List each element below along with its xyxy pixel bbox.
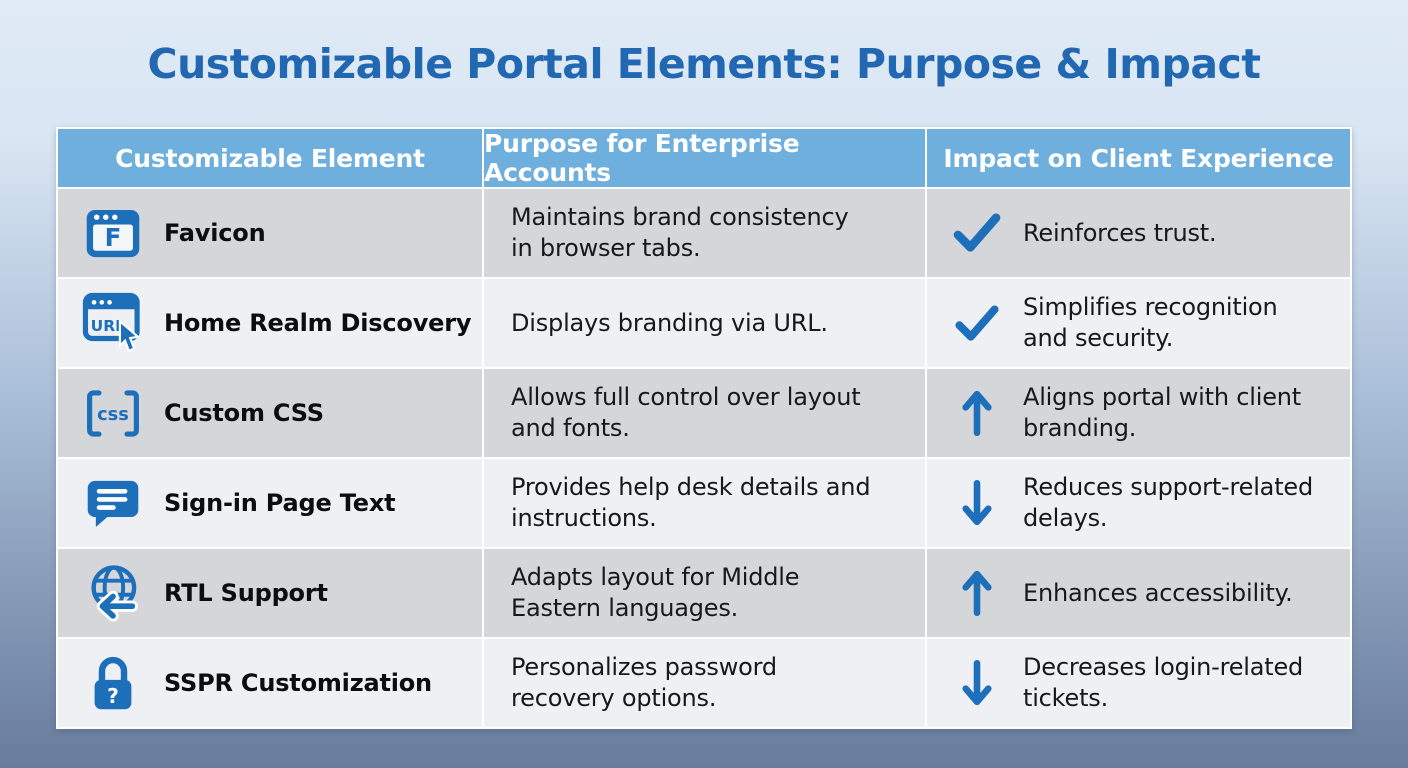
favicon-browser-icon: F <box>82 207 144 260</box>
element-label: SSPR Customization <box>164 669 432 697</box>
impact-text: Reduces support-related delays. <box>1023 473 1313 532</box>
purpose-text: Displays branding via URL. <box>511 308 828 337</box>
element-cell: F Favicon <box>58 189 482 277</box>
impact-cell: Aligns portal with client branding. <box>927 369 1350 457</box>
purpose-text: Adapts layout for Middle Eastern languag… <box>511 563 800 622</box>
impact-cell: Reinforces trust. <box>927 189 1350 277</box>
up-arrow-icon <box>953 389 1001 437</box>
element-label: Home Realm Discovery <box>164 309 472 337</box>
element-cell: URL Home Realm Discovery <box>58 279 482 367</box>
page-title: Customizable Portal Elements: Purpose & … <box>147 40 1261 88</box>
css-brackets-icon: css <box>82 388 144 439</box>
purpose-cell: Provides help desk details and instructi… <box>484 459 925 547</box>
down-arrow-icon <box>953 479 1001 527</box>
impact-text: Simplifies recognition and security. <box>1023 293 1278 352</box>
padlock-question-icon: ? <box>82 655 144 712</box>
up-arrow-icon <box>953 569 1001 617</box>
purpose-cell: Adapts layout for Middle Eastern languag… <box>484 549 925 637</box>
check-icon <box>953 213 1001 253</box>
impact-text: Enhances accessibility. <box>1023 578 1293 607</box>
element-cell: ? SSPR Customization <box>58 639 482 727</box>
url-window-cursor-icon: URL <box>82 292 144 354</box>
impact-cell: Decreases login-related tickets. <box>927 639 1350 727</box>
portal-elements-table: Customizable Element Purpose for Enterpr… <box>56 127 1352 729</box>
column-header-element: Customizable Element <box>58 129 482 187</box>
element-label: Sign-in Page Text <box>164 489 396 517</box>
purpose-cell: Displays branding via URL. <box>484 279 925 367</box>
column-header-purpose: Purpose for Enterprise Accounts <box>484 129 925 187</box>
purpose-cell: Personalizes password recovery options. <box>484 639 925 727</box>
purpose-cell: Allows full control over layout and font… <box>484 369 925 457</box>
down-arrow-icon <box>953 659 1001 707</box>
element-label: Favicon <box>164 219 266 247</box>
impact-text: Reinforces trust. <box>1023 218 1217 247</box>
purpose-cell: Maintains brand consistency in browser t… <box>484 189 925 277</box>
impact-text: Aligns portal with client branding. <box>1023 383 1301 442</box>
impact-cell: Enhances accessibility. <box>927 549 1350 637</box>
element-label: RTL Support <box>164 579 328 607</box>
svg-text:F: F <box>105 223 122 252</box>
purpose-text: Allows full control over layout and font… <box>511 383 861 442</box>
svg-text:css: css <box>97 405 129 425</box>
element-cell: RTL Support <box>58 549 482 637</box>
impact-cell: Simplifies recognition and security. <box>927 279 1350 367</box>
element-cell: Sign-in Page Text <box>58 459 482 547</box>
check-icon <box>953 304 1001 342</box>
element-label: Custom CSS <box>164 399 324 427</box>
globe-rtl-arrow-icon <box>82 564 144 622</box>
column-header-impact: Impact on Client Experience <box>927 129 1350 187</box>
purpose-text: Maintains brand consistency in browser t… <box>511 203 849 262</box>
svg-text:?: ? <box>107 683 119 707</box>
impact-text: Decreases login-related tickets. <box>1023 653 1304 712</box>
svg-text:URL: URL <box>91 317 126 335</box>
element-cell: css Custom CSS <box>58 369 482 457</box>
impact-cell: Reduces support-related delays. <box>927 459 1350 547</box>
purpose-text: Personalizes password recovery options. <box>511 653 777 712</box>
speech-bubble-icon <box>82 478 144 529</box>
purpose-text: Provides help desk details and instructi… <box>511 473 871 532</box>
